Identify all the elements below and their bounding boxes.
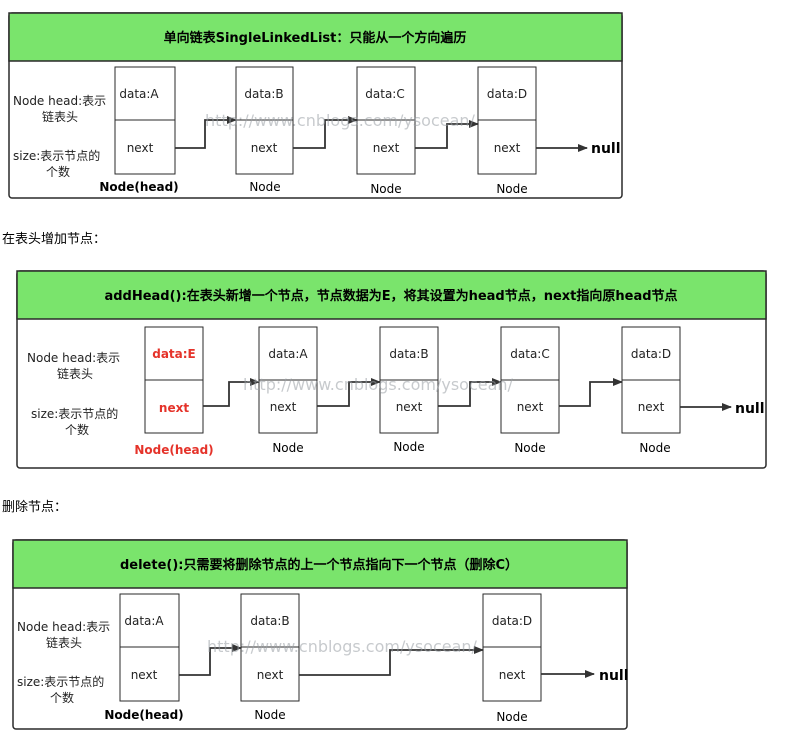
node-data: data:B	[389, 347, 428, 361]
size-label-2: 个数	[65, 422, 89, 437]
head-label: Node head:表示	[17, 620, 110, 634]
null-label: null	[591, 141, 621, 157]
head-label: Node head:表示	[13, 94, 106, 108]
panel-header	[12, 539, 628, 589]
node-data: data:D	[631, 347, 671, 361]
next-arrow	[179, 644, 242, 676]
panel-delete: delete():只需要将删除节点的上一个节点指向下一个节点（删除C） Node…	[12, 539, 629, 730]
size-label-2: 个数	[50, 690, 74, 705]
node: data:B next Node	[240, 593, 300, 722]
next-arrow	[559, 378, 623, 407]
section-heading-add-head: 在表头增加节点：	[2, 232, 106, 247]
node-label: Node	[496, 710, 527, 724]
watermark: http://www.cnblogs.com/ysocean/	[205, 111, 476, 130]
panel-header	[8, 12, 623, 62]
node-data: data:A	[268, 347, 308, 361]
node-next: next	[517, 400, 544, 414]
node: data:D next Node	[621, 326, 681, 455]
node-next: next	[638, 400, 665, 414]
null-label: null	[735, 401, 765, 417]
node-new-head: data:E next Node(head)	[134, 326, 214, 457]
node: data:B next Node	[235, 66, 294, 194]
panel-header	[16, 270, 767, 320]
next-arrow	[175, 116, 237, 149]
node-label: Node	[393, 440, 424, 454]
panel-title: addHead():在表头新增一个节点，节点数据为E，将其设置为head节点，n…	[104, 288, 677, 304]
next-arrow	[415, 120, 479, 149]
size-label-2: 个数	[46, 164, 70, 179]
node-data: data:E	[152, 347, 196, 361]
node-label: Node(head)	[99, 180, 178, 194]
node-label: Node	[249, 180, 280, 194]
node-next: next	[257, 668, 284, 682]
node-label: Node	[272, 441, 303, 455]
node-next: next	[127, 141, 154, 155]
next-arrow	[203, 378, 260, 407]
node-data: data:B	[250, 614, 289, 628]
node: data:A next Node(head)	[104, 593, 184, 722]
node-data: data:C	[365, 87, 404, 101]
next-arrow	[317, 378, 381, 407]
node-next: next	[499, 668, 526, 682]
node-next: next	[270, 400, 297, 414]
panel-add-head: addHead():在表头新增一个节点，节点数据为E，将其设置为head节点，n…	[16, 270, 767, 469]
node-data: data:C	[510, 347, 549, 361]
node-data: data:A	[119, 87, 159, 101]
node-next: next	[159, 401, 189, 415]
section-heading-delete: 删除节点：	[2, 500, 67, 515]
head-label-2: 链表头	[46, 635, 82, 650]
watermark: http://www.cnblogs.com/ysocean/	[243, 375, 514, 394]
node-label: Node	[370, 182, 401, 196]
node-next: next	[373, 141, 400, 155]
panel-title: 单向链表SingleLinkedList：只能从一个方向遍历	[164, 30, 467, 46]
node-label: Node	[639, 441, 670, 455]
node-label: Node	[496, 182, 527, 196]
null-label: null	[599, 668, 629, 684]
node-next: next	[131, 668, 158, 682]
node-label: Node(head)	[104, 708, 183, 722]
node-label: Node	[514, 441, 545, 455]
node-data: data:B	[244, 87, 283, 101]
node-next: next	[396, 400, 423, 414]
node-data: data:D	[492, 614, 532, 628]
size-label: size:表示节点的	[31, 406, 118, 421]
head-label: Node head:表示	[27, 351, 120, 365]
next-arrow-skip	[299, 646, 484, 676]
panel-title: delete():只需要将删除节点的上一个节点指向下一个节点（删除C）	[120, 557, 518, 573]
next-arrow	[293, 116, 358, 149]
node-data: data:A	[124, 614, 164, 628]
node: data:C next Node	[500, 326, 560, 455]
node-next: next	[251, 141, 278, 155]
node-data: data:D	[487, 87, 527, 101]
node-label: Node	[254, 708, 285, 722]
node-next: next	[494, 141, 521, 155]
node: data:A next Node(head)	[99, 66, 179, 194]
head-label-2: 链表头	[57, 366, 93, 381]
node: data:C next Node	[356, 66, 416, 196]
watermark: http://www.cnblogs.com/ysocean/	[207, 637, 478, 656]
head-label-2: 链表头	[42, 109, 78, 124]
next-arrow	[438, 378, 502, 407]
node: data:D next Node	[477, 66, 537, 196]
node-label: Node(head)	[134, 443, 213, 457]
panel-single-linked-list: 单向链表SingleLinkedList：只能从一个方向遍历 Node head…	[8, 12, 623, 199]
size-label: size:表示节点的	[17, 674, 104, 689]
node: data:A next Node	[258, 326, 318, 455]
size-label: size:表示节点的	[13, 148, 100, 163]
node: data:B next Node	[379, 326, 439, 454]
